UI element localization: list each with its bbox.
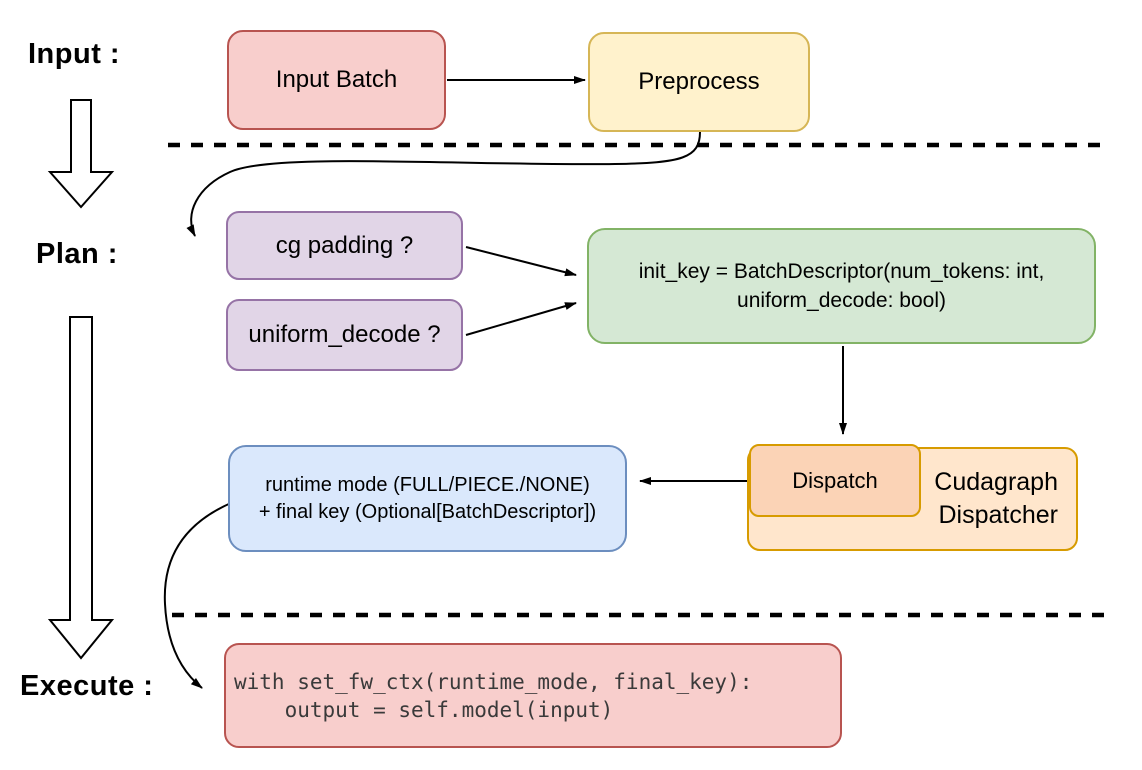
node-init-key-line2: uniform_decode: bool): [737, 289, 946, 312]
node-execute-code-line2: output = self.model(input): [234, 697, 614, 722]
node-runtime-mode-line1: runtime mode (FULL/PIECE./NONE): [265, 473, 590, 496]
arrow-runtimemode-to-executecode: [163, 502, 232, 689]
node-runtime-mode: runtime mode (FULL/PIECE./NONE) + final …: [228, 445, 627, 552]
node-dispatch-label: Dispatch: [792, 467, 878, 493]
node-input-batch: Input Batch: [227, 30, 446, 130]
node-init-key-line1: init_key = BatchDescriptor(num_tokens: i…: [638, 260, 1045, 283]
node-cudagraph-dispatcher-line2: Dispatcher: [938, 501, 1059, 529]
node-uniform-decode: uniform_decode ?: [226, 299, 463, 371]
arrow-preprocess-to-cgpadding: [186, 131, 701, 237]
hollow-down-arrow-icon-plan-to-execute: [47, 316, 115, 660]
node-dispatch: Dispatch: [749, 444, 921, 517]
node-cg-padding: cg padding ?: [226, 211, 463, 280]
stage-label-input: Input :: [28, 38, 121, 70]
node-execute-code-line1: with set_fw_ctx(runtime_mode, final_key)…: [234, 669, 753, 694]
node-uniform-decode-label: uniform_decode ?: [248, 321, 441, 348]
node-init-key: init_key = BatchDescriptor(num_tokens: i…: [587, 228, 1096, 344]
node-execute-code: with set_fw_ctx(runtime_mode, final_key)…: [224, 643, 842, 748]
hollow-down-arrow-icon-input-to-plan: [47, 99, 115, 209]
arrow-cgpadding-to-initkey: [465, 246, 577, 277]
node-cg-padding-label: cg padding ?: [275, 231, 414, 259]
node-preprocess: Preprocess: [588, 32, 810, 132]
node-input-batch-label: Input Batch: [275, 66, 398, 93]
node-preprocess-label: Preprocess: [638, 68, 760, 95]
node-cudagraph-dispatcher-line1: Cudagraph: [934, 468, 1058, 496]
stage-label-plan: Plan :: [36, 238, 118, 270]
arrow-uniformdecode-to-initkey: [465, 302, 577, 336]
node-runtime-mode-line2: + final key (Optional[BatchDescriptor]): [258, 500, 597, 523]
stage-label-execute: Execute :: [20, 670, 154, 702]
